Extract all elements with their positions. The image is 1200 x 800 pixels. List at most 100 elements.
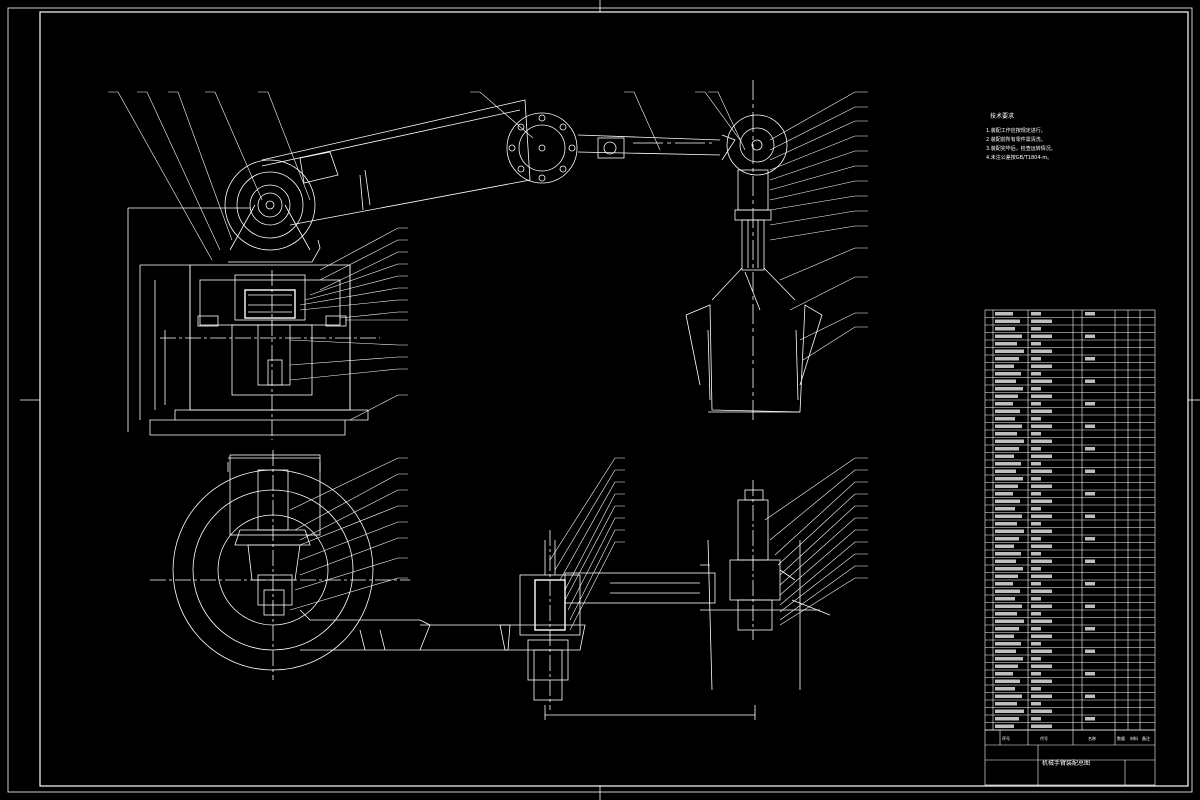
- table-entry: [995, 552, 1021, 556]
- table-entry: [1031, 649, 1052, 653]
- parts-list-table: [984, 309, 1156, 786]
- table-entry: [1031, 387, 1041, 391]
- table-entry: [1085, 717, 1095, 721]
- table-entry: [1085, 379, 1095, 383]
- table-entry: [995, 642, 1021, 646]
- table-entry: [1085, 582, 1095, 586]
- table-entry: [995, 447, 1019, 451]
- table-entry: [1031, 559, 1052, 563]
- table-entry: [995, 664, 1018, 668]
- title-block-remark: 备注: [1142, 735, 1150, 741]
- table-entry: [1085, 312, 1095, 316]
- table-entry: [1031, 619, 1052, 623]
- table-entry: [1085, 447, 1095, 451]
- table-entry: [995, 582, 1013, 586]
- table-entry: [995, 627, 1019, 631]
- table-entry: [1085, 627, 1095, 631]
- table-entry: [995, 709, 1024, 713]
- table-entry: [1031, 432, 1041, 436]
- table-entry: [1031, 402, 1041, 406]
- title-block-name: 名称: [1088, 735, 1096, 741]
- table-entry: [995, 694, 1022, 698]
- table-entry: [995, 462, 1021, 466]
- table-entry: [995, 387, 1023, 391]
- table-entry: [995, 499, 1020, 503]
- table-entry: [1031, 514, 1052, 518]
- table-entry: [995, 469, 1016, 473]
- technical-requirement-1: 1.装配工作应按规定进行。: [986, 128, 1046, 134]
- table-entry: [995, 649, 1016, 653]
- table-entry: [1031, 672, 1041, 676]
- table-entry: [995, 522, 1017, 526]
- table-entry: [995, 672, 1013, 676]
- table-entry: [995, 589, 1020, 593]
- table-entry: [995, 417, 1015, 421]
- table-entry: [995, 327, 1015, 331]
- table-entry: [1031, 612, 1041, 616]
- table-entry: [995, 544, 1014, 548]
- table-entry: [1085, 424, 1095, 428]
- table-entry: [995, 717, 1019, 721]
- table-entry: [1031, 567, 1041, 571]
- table-rows: [985, 317, 1155, 723]
- technical-requirements-heading: 技术要求: [990, 113, 1015, 120]
- table-entry: [1031, 679, 1052, 683]
- table-entry: [1031, 462, 1041, 466]
- table-entry: [1031, 574, 1052, 578]
- table-entry: [1031, 537, 1041, 541]
- elbow-bolt-circle: [508, 114, 576, 182]
- table-entry: [1085, 672, 1095, 676]
- table-entry: [1031, 439, 1052, 443]
- table-entry: [1031, 477, 1041, 481]
- table-entry: [995, 319, 1020, 323]
- table-entry: [1031, 627, 1041, 631]
- table-entry: [1031, 454, 1052, 458]
- table-entry: [995, 537, 1019, 541]
- table-entry: [1031, 469, 1052, 473]
- table-entry: [1031, 687, 1041, 691]
- table-entry: [995, 372, 1021, 376]
- table-entry: [995, 342, 1017, 346]
- arm-elevation-view: [224, 80, 823, 420]
- table-entry: [995, 424, 1022, 428]
- table-entry: [1085, 514, 1095, 518]
- table-entry: [1031, 642, 1041, 646]
- table-entry: [995, 634, 1014, 638]
- table-entry: [995, 724, 1014, 728]
- table-entry: [1031, 589, 1052, 593]
- table-entry: [1031, 507, 1041, 511]
- table-entry: [1031, 499, 1052, 503]
- technical-requirement-2: 2.装配前所有零件需清洗。: [986, 137, 1046, 143]
- table-entry: [1031, 319, 1052, 323]
- table-entry: [995, 394, 1018, 398]
- table-entry: [995, 492, 1013, 496]
- table-entry: [1085, 649, 1095, 653]
- table-entry: [995, 507, 1015, 511]
- table-entry: [1031, 634, 1052, 638]
- table-entry: [1031, 394, 1052, 398]
- table-entry: [1031, 492, 1041, 496]
- table-entry: [1031, 597, 1041, 601]
- table-entry: [995, 612, 1017, 616]
- table-entry: [995, 409, 1020, 413]
- table-entry: [1031, 522, 1041, 526]
- table-entry: [995, 619, 1024, 623]
- table-entry: [1031, 709, 1052, 713]
- table-entry: [995, 514, 1022, 518]
- wrist-section-view: [700, 480, 831, 691]
- table-entry: [1031, 379, 1052, 383]
- title-block-labels: 序号 代号 名称 数量 材料 备注 机械手臂装配总图: [1002, 735, 1150, 767]
- table-entry: [1031, 312, 1041, 316]
- table-entry: [995, 597, 1015, 601]
- table-entry: [1031, 664, 1052, 668]
- table-entry: [995, 477, 1023, 481]
- table-entry: [995, 402, 1013, 406]
- table-entry: [995, 484, 1018, 488]
- table-entry: [1031, 364, 1052, 368]
- table-entry: [995, 657, 1023, 661]
- table-entry: [1031, 657, 1041, 661]
- table-entry: [1031, 724, 1052, 728]
- table-entry: [995, 574, 1018, 578]
- table-entry: [1031, 327, 1041, 331]
